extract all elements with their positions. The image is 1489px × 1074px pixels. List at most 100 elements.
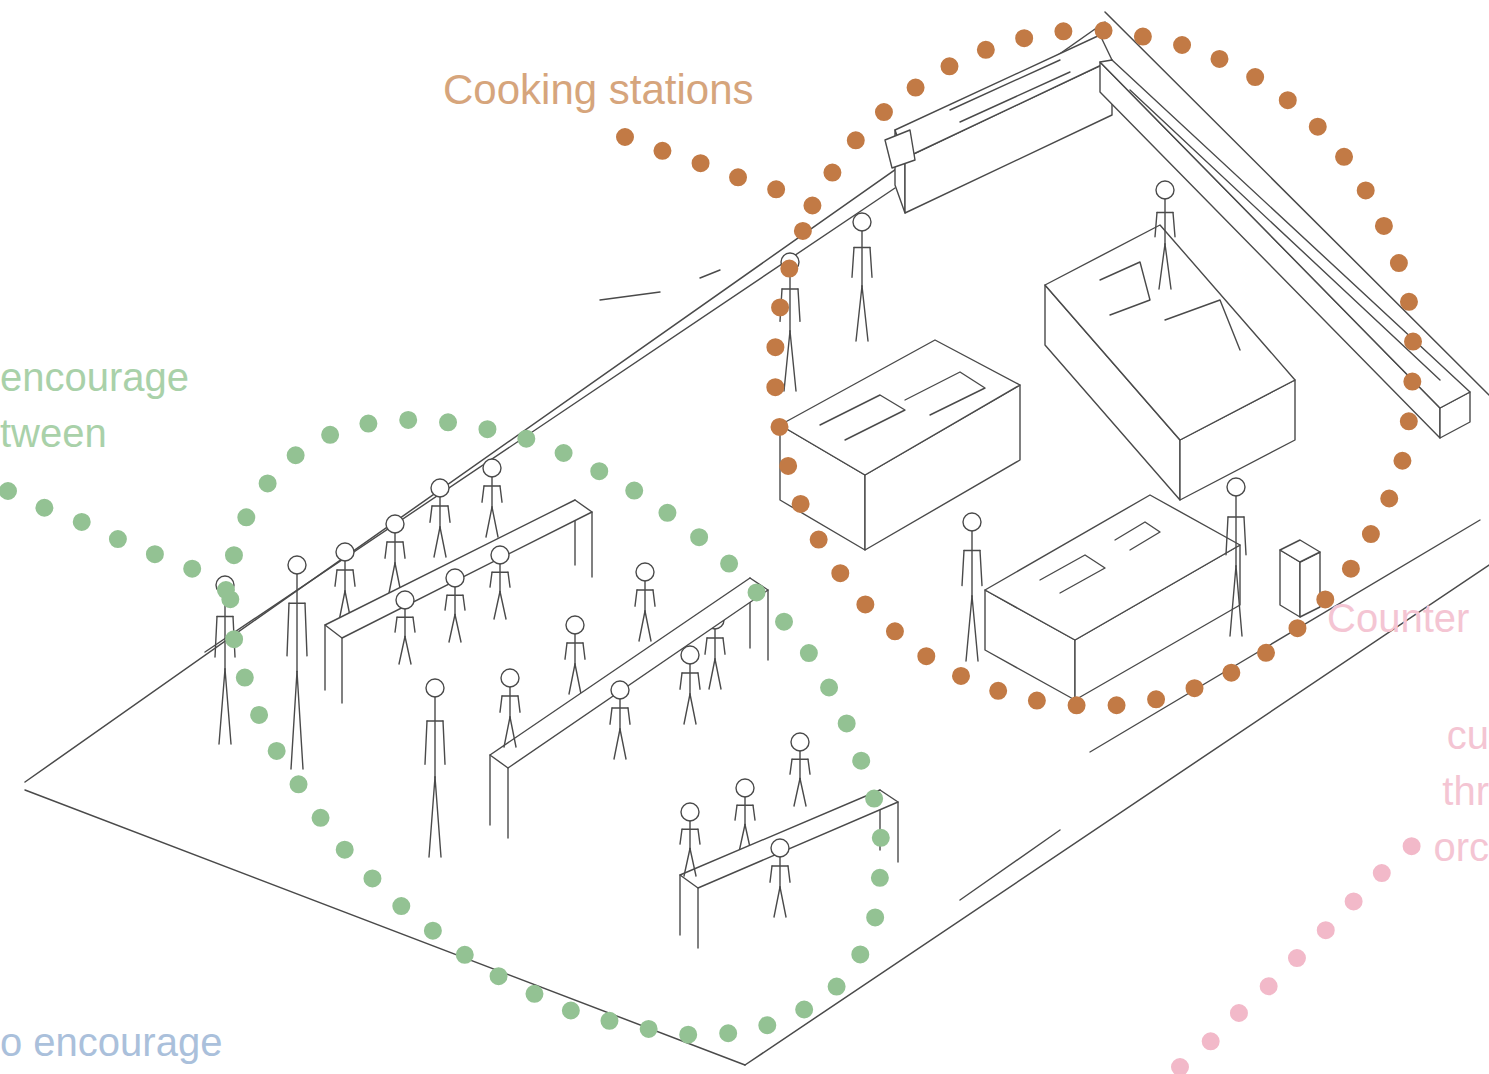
cook-figure-body [861, 231, 862, 286]
zone-label: Cooking stations [443, 62, 843, 118]
diner-figure-shoulder [484, 485, 500, 486]
diner-figure-leg [455, 615, 461, 643]
diner-figure-leg [715, 659, 721, 689]
diner-figure-arm [680, 829, 682, 844]
diner-figure-head [386, 515, 404, 533]
diner-figure-shoulder [387, 541, 403, 542]
cook-figure-arm [962, 551, 964, 586]
diner-figure-arm [735, 805, 737, 820]
dining-table-leg [507, 768, 508, 838]
board-symbol [1115, 522, 1160, 550]
diner-figure-body [491, 477, 492, 507]
dining-table-leg [697, 888, 698, 948]
hob-symbol [820, 395, 905, 440]
cooking-island-top [985, 495, 1240, 640]
diner-figure-arm [790, 759, 792, 774]
diner-figure-arm [610, 708, 612, 724]
diner-figure-head [636, 563, 654, 581]
diner-figure-body [619, 699, 620, 729]
standing-figure-leg [225, 669, 231, 744]
diner-figure-leg [575, 664, 581, 694]
cook-figure-arm [798, 289, 800, 321]
diner-figure-shoulder [737, 805, 753, 806]
diner-figure-body [799, 751, 800, 779]
diner-figure-arm [788, 866, 790, 882]
zone-label: Counter [1327, 590, 1489, 646]
diner-figure-arm [500, 696, 502, 712]
diner-figure-shoulder [637, 589, 653, 590]
diner-figure-body [509, 687, 510, 717]
standing-figure-arm [305, 603, 307, 656]
diner-figure-shoulder [432, 505, 448, 506]
diner-figure-arm [698, 829, 700, 844]
cook-figure-leg [784, 331, 790, 391]
cook-figure-leg [1165, 244, 1171, 289]
diner-figure-leg [800, 779, 806, 807]
cook-figure-arm [1173, 213, 1175, 237]
diner-figure-body [689, 821, 690, 849]
diner-figure-body [689, 664, 690, 694]
cook-figure-arm [980, 551, 982, 586]
sink-symbol [1100, 262, 1150, 315]
diner-figure-body [344, 561, 345, 591]
diner-figure-body [644, 581, 645, 611]
cook-figure-leg [856, 286, 862, 341]
diner-figure-leg [620, 729, 626, 759]
standing-figure-head [426, 679, 444, 697]
diner-figure-leg [440, 527, 446, 557]
cook-figure-leg [1159, 244, 1165, 289]
diner-figure-shoulder [682, 672, 698, 673]
diner-figure-leg [389, 563, 395, 593]
standing-figure-leg [291, 672, 297, 770]
diner-figure-arm [385, 542, 387, 558]
diner-figure-leg [486, 507, 492, 537]
diner-figure-head [501, 669, 519, 687]
diner-figure-leg [690, 694, 696, 724]
floor-mark [960, 830, 1060, 900]
board-symbol [1040, 555, 1105, 593]
diner-figure-shoulder [397, 617, 413, 618]
diner-figure-head [483, 459, 501, 477]
diner-figure-body [779, 857, 780, 887]
diner-figure-leg [405, 637, 411, 665]
standing-figure-shoulder [289, 603, 305, 604]
diner-figure-arm [448, 506, 450, 522]
diner-figure-body [714, 629, 715, 659]
hob-symbol [905, 372, 985, 415]
diner-figure-shoulder [792, 759, 808, 760]
diner-figure-arm [628, 708, 630, 724]
diner-figure-leg [434, 527, 440, 557]
cook-figure-leg [972, 596, 978, 661]
diner-figure-leg [794, 779, 800, 807]
cook-figure-leg [1230, 566, 1236, 636]
dining-table-leg [324, 625, 325, 690]
dining-table-leg [679, 875, 680, 935]
dining-table-leg [897, 802, 898, 862]
tap-symbol [885, 130, 915, 168]
standing-figure-arm [425, 721, 427, 764]
standing-figure-body [296, 574, 297, 672]
diner-figure-body [499, 564, 500, 592]
diner-figure-body [454, 587, 455, 615]
diner-figure-arm [482, 486, 484, 502]
diner-figure-arm [770, 866, 772, 882]
cook-figure-body [789, 271, 790, 331]
diner-figure-leg [690, 849, 696, 877]
diner-figure-leg [709, 659, 715, 689]
wall-mark [700, 270, 720, 278]
diner-figure-shoulder [612, 707, 628, 708]
diner-figure-head [336, 543, 354, 561]
leader-line [1180, 845, 1413, 1067]
cook-figure-head [853, 213, 871, 231]
cook-figure-shoulder [964, 550, 980, 551]
cook-figure-shoulder [1228, 516, 1244, 517]
cooking-island-top [1045, 225, 1295, 440]
diner-figure-shoulder [337, 569, 353, 570]
cook-figure-arm [1226, 517, 1228, 555]
standing-figure-arm [287, 603, 289, 656]
zone-outline [8, 420, 881, 1035]
diner-figure-arm [723, 638, 725, 654]
diner-figure-head [791, 733, 809, 751]
cook-figure-shoulder [1157, 212, 1173, 213]
cook-figure-head [1227, 478, 1245, 496]
